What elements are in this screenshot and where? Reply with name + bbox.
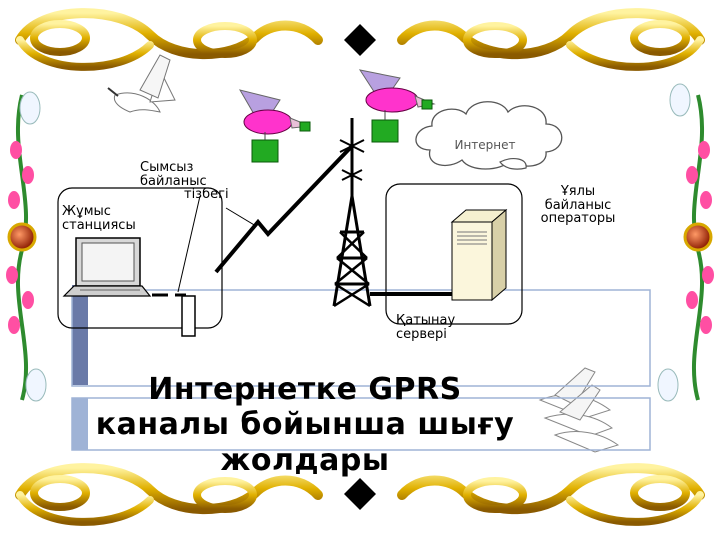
internet-cloud-icon — [415, 101, 563, 170]
bottom-left-scroll-ornament — [15, 463, 323, 526]
wireless-label-line3: тізбегі — [184, 187, 229, 203]
operator-box — [385, 183, 523, 325]
access-label-line2: сервері — [396, 326, 447, 342]
top-right-scroll-ornament — [397, 8, 705, 71]
wireless-label-line1: Сымсыз — [140, 160, 194, 175]
slide-title: Интернетке GPRS каналы бойынша шығу жолд… — [70, 372, 540, 478]
access-server-label: Қатынау сервері — [396, 314, 455, 341]
phone-device-icon — [152, 293, 196, 337]
bird-carrying-bag-right-icon — [358, 69, 436, 143]
access-label-line1: Қатынау — [396, 313, 456, 328]
top-left-scroll-ornament — [15, 8, 323, 71]
mobile-label-line3: операторы — [540, 211, 616, 227]
title-line1: Интернетке GPRS — [148, 372, 462, 407]
bird-carrying-bag-left-icon — [238, 89, 311, 163]
swan-top-left-icon — [107, 54, 176, 113]
mobile-operator-label: Ұялы байланыс операторы — [526, 185, 630, 226]
right-flower-vine — [657, 83, 714, 402]
workstation-label-line2: станциясы — [62, 217, 136, 233]
radio-link-lightning — [214, 144, 354, 274]
wireless-label-line2: байланыс — [140, 173, 207, 189]
workstation-label-line1: Жұмыс — [62, 204, 111, 219]
wireless-label-pointer-1 — [177, 195, 201, 293]
server-icon — [450, 208, 508, 302]
bottom-diamond-icon — [344, 478, 376, 510]
mobile-label-line1: Ұялы — [560, 184, 596, 199]
wireless-channel-label: Сымсыз байланыс тізбегі — [140, 161, 229, 202]
accent-frame-lower — [71, 397, 651, 451]
bottom-right-scroll-ornament — [397, 463, 705, 526]
title-line3: жолдары — [220, 442, 390, 478]
laptop-icon — [62, 237, 152, 297]
title-line2: каналы бойынша шығу — [95, 407, 515, 443]
left-flower-vine — [6, 91, 47, 402]
workstation-box — [57, 187, 223, 329]
accent-bar-vertical — [72, 285, 88, 385]
antenna-tower-icon — [332, 118, 372, 308]
mobile-label-line2: байланыс — [544, 197, 612, 213]
internet-label: Интернет — [454, 138, 516, 152]
swans-bottom-right-icon — [538, 367, 620, 453]
workstation-label: Жұмыс станциясы — [62, 205, 136, 232]
accent-bar-lower — [72, 398, 88, 450]
wireless-label-pointer-2 — [225, 207, 257, 227]
top-diamond-icon — [344, 24, 376, 56]
